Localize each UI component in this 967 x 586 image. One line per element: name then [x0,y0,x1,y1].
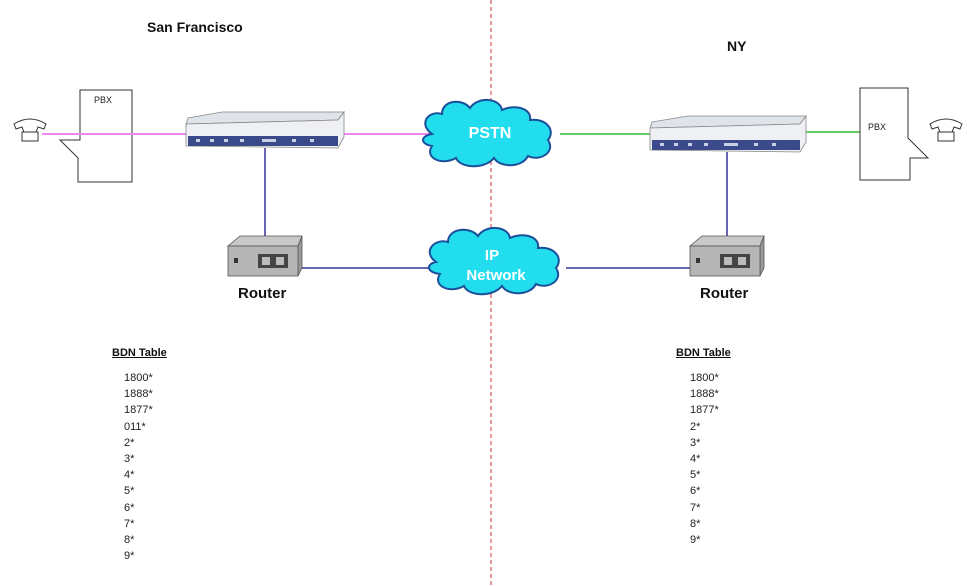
left-bdn-table-row: 6* [124,501,135,514]
left-bdn-table-row: 8* [124,534,135,547]
left-bdn-table: 1800* 1888* 1877* 011* 2* 3* 4* 5* 6* 7* 8* 9* [124,370,153,564]
right-telephone-icon [929,118,963,142]
right-router [688,235,765,277]
left-bdn-table-row: 2* [124,436,135,449]
right-pbx-label: PBX [868,122,886,132]
left-telephone-icon [13,118,47,142]
pstn-cloud: PSTN [422,99,552,168]
right-router-label: Router [700,285,749,302]
right-pbx: PBX [859,87,930,181]
right-bdn-table-row: 1800* [690,372,719,384]
left-bdn-table-row: 7* [124,517,135,530]
right-bdn-table-row: 1888* [690,388,719,401]
left-router-label: Router [238,285,287,302]
left-bdn-table-row: 1888* [124,388,153,401]
right-bdn-table-row: 1877* [690,404,719,417]
pstn-label: PSTN [469,125,512,142]
right-bdn-table-row: 5* [690,469,701,482]
site-label-ny: NY [727,38,747,54]
right-bdn-table-row: 2* [690,420,701,433]
right-bdn-table-title: BDN Table [676,347,731,359]
left-bdn-table-row: 3* [124,453,135,466]
ip-network-cloud: IP Network [428,227,560,296]
ip-network-label-line2: Network [466,267,526,284]
left-bdn-table-row: 4* [124,469,135,482]
left-bdn-table-row: 011* [124,420,146,433]
left-bdn-table-title: BDN Table [112,347,167,359]
right-bdn-table-row: 6* [690,485,701,498]
left-bdn-table-row: 9* [124,550,135,563]
left-bdn-table-row: 5* [124,485,135,498]
left-gateway-device [185,110,345,149]
site-label-san-francisco: San Francisco [147,19,243,35]
left-pbx-label: PBX [94,95,112,105]
left-router [226,235,303,277]
right-bdn-table-row: 9* [690,534,701,547]
right-bdn-table: 1800* 1888* 1877* 2* 3* 4* 5* 6* 7* 8* 9* [690,370,719,548]
right-gateway-device [649,114,807,153]
ip-network-label-line1: IP [485,247,499,264]
right-bdn-table-row: 7* [690,501,701,514]
right-bdn-table-row: 4* [690,453,701,466]
left-pbx: PBX [58,89,133,183]
right-bdn-table-row: 8* [690,517,701,530]
left-bdn-table-row: 1877* [124,404,153,417]
left-bdn-table-row: 1800* [124,372,153,384]
right-bdn-table-row: 3* [690,436,701,449]
